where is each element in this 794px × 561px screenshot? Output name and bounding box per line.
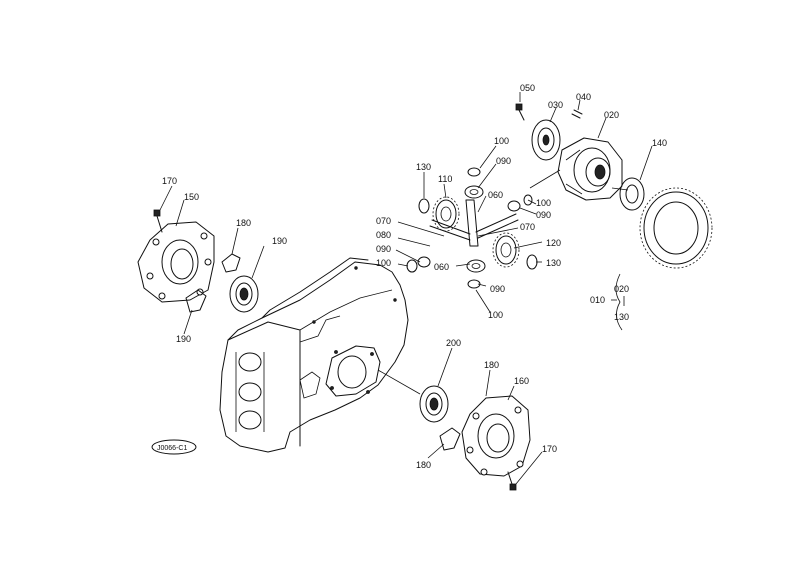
- callout-180-lower-right: 180: [416, 460, 431, 470]
- bolt-right: [507, 471, 517, 491]
- washer-130-right: [526, 254, 538, 270]
- small-pinion-right: [507, 194, 533, 212]
- differential-case: [557, 137, 623, 201]
- stamp-text: J0066-C1: [157, 445, 187, 452]
- drawing-stamp: J0066-C1: [151, 439, 197, 455]
- left-bearing: [229, 275, 259, 313]
- pin-040: [571, 109, 583, 119]
- legend-sub-top: 020: [614, 284, 629, 294]
- leader-lines: [159, 92, 653, 485]
- assembly-legend: 010 020 130: [590, 273, 629, 331]
- callout-140: 140: [652, 138, 667, 148]
- callout-070-left: 070: [376, 216, 391, 226]
- callout-100-upper: 100: [494, 136, 509, 146]
- callout-030: 030: [548, 100, 563, 110]
- callout-150: 150: [184, 192, 199, 202]
- callout-100-lower: 100: [488, 310, 503, 320]
- callout-130-right: 130: [546, 258, 561, 268]
- right-flange-cover: [461, 395, 531, 477]
- callout-130-left: 130: [416, 162, 431, 172]
- side-gear-110: [432, 196, 460, 232]
- callout-070-right: 070: [520, 222, 535, 232]
- callout-090-left: 090: [376, 244, 391, 254]
- callout-090-right: 090: [536, 210, 551, 220]
- lock-plate-upper: [221, 253, 241, 273]
- callout-190-lower: 190: [176, 334, 191, 344]
- bolt-left: [153, 209, 163, 233]
- bearing-140: [619, 177, 645, 211]
- callout-120: 120: [546, 238, 561, 248]
- lock-plate-lower: [185, 289, 207, 313]
- callout-110: 110: [438, 174, 452, 184]
- pinion-upper: [464, 167, 484, 199]
- callout-160: 160: [514, 376, 529, 386]
- pinion-shaft: [429, 199, 519, 247]
- callout-090-lower: 090: [490, 284, 505, 294]
- callout-100-left: 100: [376, 258, 391, 268]
- callout-050: 050: [520, 83, 535, 93]
- callout-060-upper: 060: [488, 190, 503, 200]
- right-lock-plate: [439, 427, 461, 451]
- diff-cover-030: [531, 119, 561, 161]
- housing-case: [219, 257, 409, 453]
- callout-040: 040: [576, 92, 591, 102]
- callout-190-upper: 190: [272, 236, 287, 246]
- callout-020: 020: [604, 110, 619, 120]
- right-bearing: [377, 369, 449, 423]
- callout-170-left: 170: [162, 176, 177, 186]
- callout-170-right: 170: [542, 444, 557, 454]
- washer-130-left: [418, 198, 430, 214]
- pinion-left-small: [406, 256, 431, 273]
- callout-060-lower: 060: [434, 262, 449, 272]
- side-gear-120: [492, 232, 520, 268]
- callout-180-upper-right: 180: [484, 360, 499, 370]
- axis-line: [529, 169, 629, 191]
- bolt-050: [515, 103, 525, 121]
- callout-labels: 020 030 040 050 140 100 090 130 110 060 …: [162, 83, 667, 470]
- legend-sub-bottom: 130: [614, 312, 629, 322]
- callout-080: 080: [376, 230, 391, 240]
- callout-200: 200: [446, 338, 461, 348]
- callout-100-right: 100: [536, 198, 551, 208]
- legend-main: 010: [590, 295, 605, 305]
- pinion-lower: [466, 259, 486, 289]
- left-flange-cover: [137, 221, 215, 303]
- ring-gear: [639, 187, 713, 269]
- callout-180-left: 180: [236, 218, 251, 228]
- callout-090-upper: 090: [496, 156, 511, 166]
